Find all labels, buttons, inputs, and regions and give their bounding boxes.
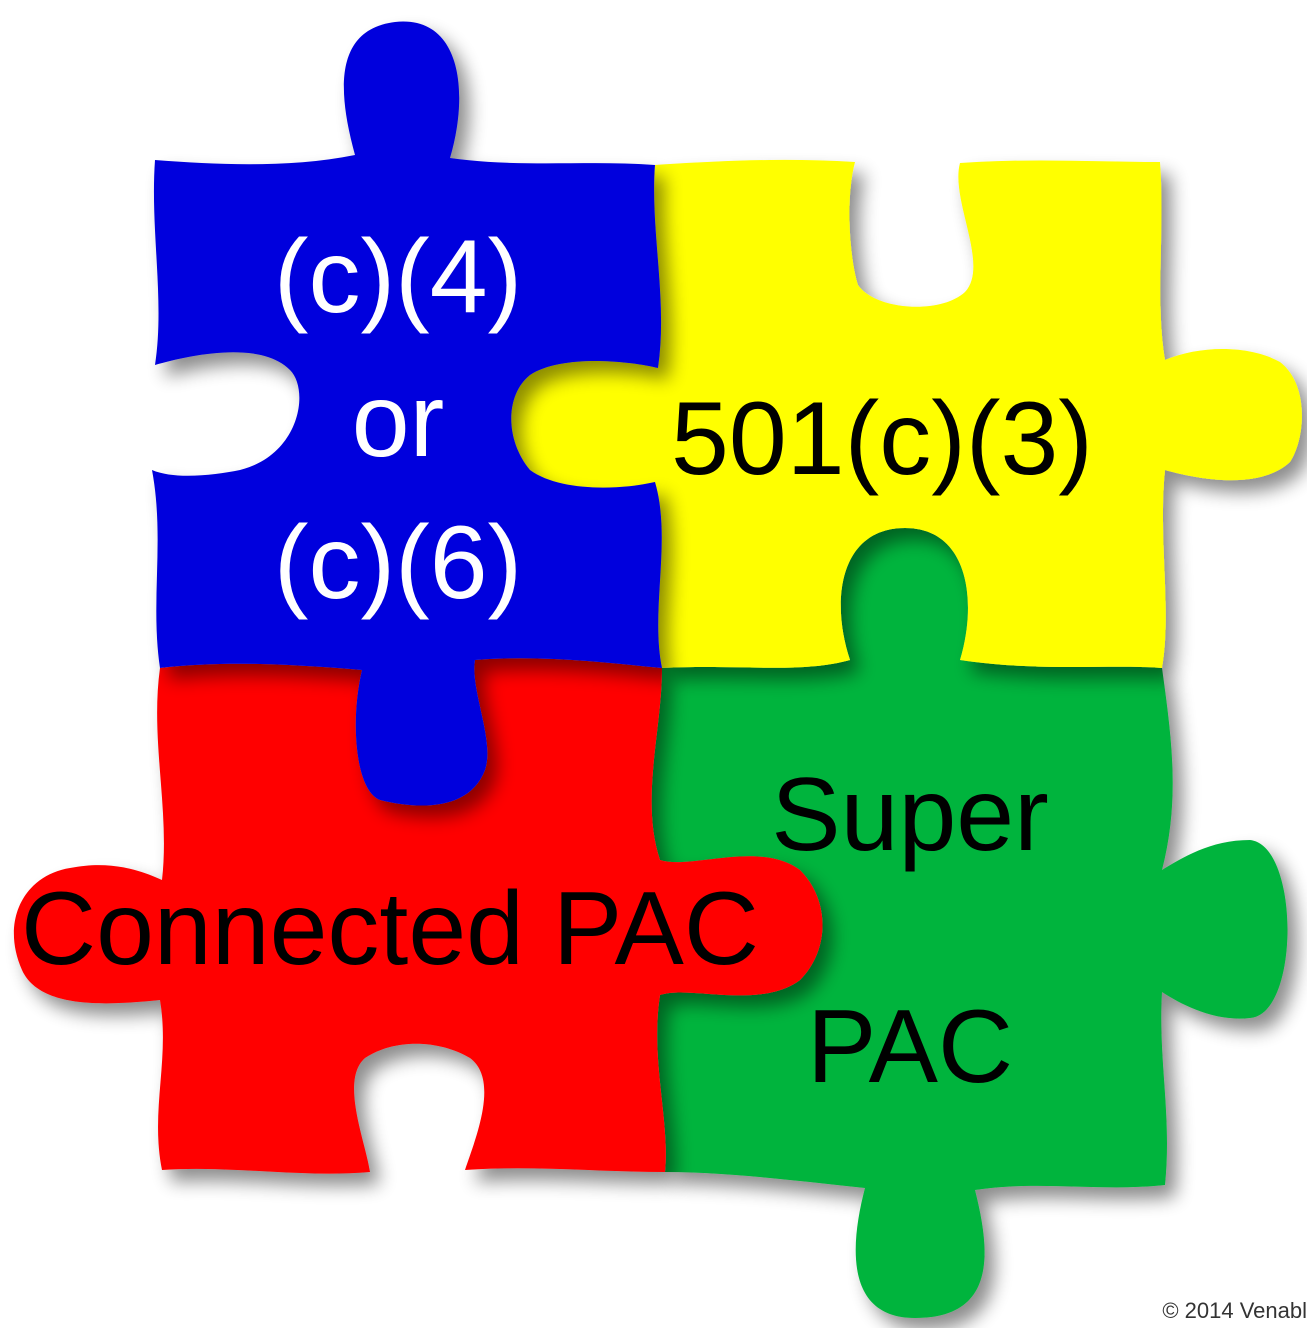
blue-label-line: or: [352, 363, 444, 479]
blue-label-line: (c)(4): [274, 219, 522, 335]
green-piece: [651, 528, 1288, 1318]
blue-label-line: (c)(6): [274, 505, 522, 621]
red-piece-label: Connected PAC: [21, 871, 759, 987]
yellow-piece-label: 501(c)(3): [671, 381, 1093, 497]
copyright-notice: © 2014 Venabl: [1162, 1298, 1307, 1323]
yellow-piece: [511, 159, 1302, 668]
red-label-line: Connected PAC: [21, 871, 759, 987]
red-piece: [13, 658, 823, 1174]
green-label-line: Super: [771, 757, 1049, 873]
green-label-line: PAC: [807, 989, 1013, 1105]
blue-piece: [152, 21, 662, 806]
blue-piece-label: (c)(4) or (c)(6): [274, 219, 522, 621]
green-piece-label: Super PAC: [771, 757, 1049, 1105]
yellow-label-line: 501(c)(3): [671, 381, 1093, 497]
